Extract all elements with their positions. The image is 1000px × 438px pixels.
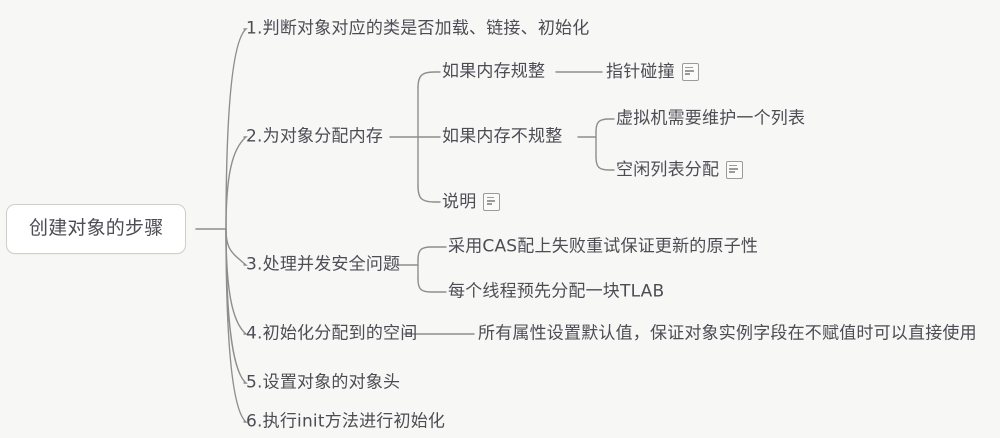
mindmap-node-branch-5[interactable]: 5.设置对象的对象头 [246,372,401,393]
mindmap-node-explanation[interactable]: 说明 [442,191,501,212]
mindmap-node-branch-3[interactable]: 3.处理并发安全问题 [246,254,401,275]
mindmap-node-vm-maintains-list[interactable]: 虚拟机需要维护一个列表 [616,108,806,129]
mindmap-root-node[interactable]: 创建对象的步骤 [6,204,187,254]
mindmap-node-label: 空闲列表分配 [616,159,720,180]
mindmap-node-label: 6.执行init方法进行初始化 [246,411,446,432]
mindmap-node-memory-regular[interactable]: 如果内存规整 [442,61,546,82]
mindmap-node-label: 指针碰撞 [606,61,675,82]
mindmap-node-label: 虚拟机需要维护一个列表 [616,108,806,129]
mindmap-node-label: 1.判断对象对应的类是否加载、链接、初始化 [246,18,590,39]
mindmap-node-free-list-alloc[interactable]: 空闲列表分配 [616,159,744,180]
mindmap-node-label: 5.设置对象的对象头 [246,372,401,393]
mindmap-node-branch-4[interactable]: 4.初始化分配到的空间 [246,323,418,344]
note-icon[interactable] [681,63,699,81]
mindmap-node-default-values[interactable]: 所有属性设置默认值，保证对象实例字段在不赋值时可以直接使用 [478,323,977,344]
mindmap-node-tlab[interactable]: 每个线程预先分配一块TLAB [448,281,665,302]
mindmap-root-label: 创建对象的步骤 [29,217,164,239]
mindmap-node-label: 4.初始化分配到的空间 [246,323,418,344]
note-icon[interactable] [483,193,501,211]
mindmap-node-label: 如果内存不规整 [442,126,563,147]
mindmap-node-label: 3.处理并发安全问题 [246,254,401,275]
mindmap-node-memory-irregular[interactable]: 如果内存不规整 [442,126,563,147]
mindmap-node-label: 如果内存规整 [442,61,546,82]
mindmap-node-cas-retry[interactable]: 采用CAS配上失败重试保证更新的原子性 [448,236,759,257]
note-icon[interactable] [726,161,744,179]
mindmap-node-label: 采用CAS配上失败重试保证更新的原子性 [448,236,759,257]
mindmap-node-label: 所有属性设置默认值，保证对象实例字段在不赋值时可以直接使用 [478,323,977,344]
mindmap-node-label: 说明 [442,191,477,212]
mindmap-node-branch-2[interactable]: 2.为对象分配内存 [246,126,384,147]
mindmap-node-label: 每个线程预先分配一块TLAB [448,281,665,302]
mindmap-node-branch-1[interactable]: 1.判断对象对应的类是否加载、链接、初始化 [246,18,590,39]
mindmap-node-label: 2.为对象分配内存 [246,126,384,147]
mindmap-node-pointer-bump[interactable]: 指针碰撞 [606,63,699,81]
mindmap-node-branch-6[interactable]: 6.执行init方法进行初始化 [246,411,446,432]
